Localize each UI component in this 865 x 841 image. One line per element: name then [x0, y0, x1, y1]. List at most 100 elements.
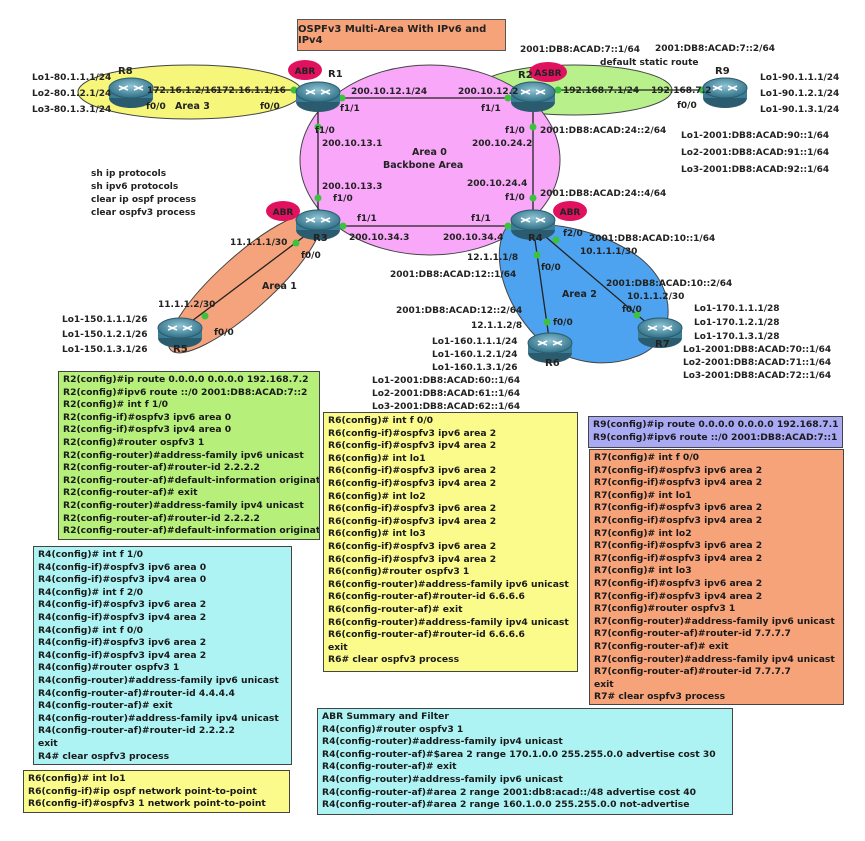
config-line: R6(config)# int lo3	[328, 528, 426, 540]
config-line: R6(config)# int lo2	[328, 490, 426, 502]
config-line: R4(config)#router ospfv3 1	[38, 662, 180, 674]
label: 11.1.1.2/30	[158, 300, 215, 310]
config-line: R2(config-router-af)#default-information…	[63, 525, 320, 537]
config-line: R4(config-router)#address-family ipv4 un…	[322, 736, 563, 748]
diagram-title: OSPFv3 Multi-Area With IPv6 and IPv4	[297, 19, 506, 51]
config-line: R6(config-if)#ip ospf network point-to-p…	[28, 785, 257, 797]
config-line: R7(config-if)#ospfv3 ipv6 area 2	[594, 577, 763, 589]
router-r9-label: R9	[715, 66, 730, 77]
label: f0/0	[260, 102, 280, 112]
asbr-badge-r2	[529, 62, 567, 82]
label: Lo1-160.1.1.1/24	[432, 337, 518, 347]
label: clear ip ospf process	[91, 195, 196, 205]
label: sh ip protocols	[91, 169, 166, 179]
label: f0/0	[146, 102, 166, 112]
label: 200.10.12.1/24	[351, 87, 427, 97]
router-r3-label: R3	[313, 233, 328, 244]
config-line: exit	[594, 678, 614, 690]
label: f0/0	[301, 251, 321, 261]
label: f1/0	[505, 126, 525, 136]
backbone-label: Backbone Area	[383, 160, 463, 171]
label: Lo1-2001:DB8:ACAD:70::1/64	[683, 345, 831, 355]
label: f1/1	[357, 214, 377, 224]
area1-label: Area 1	[262, 281, 297, 292]
config-box-r9: R9(config)#ip route 0.0.0.0 0.0.0.0 192.…	[588, 416, 843, 448]
label: 172.16.1.2/16	[147, 86, 217, 96]
label: f0/0	[622, 305, 642, 315]
config-line: R6(config-if)#ospfv3 ipv4 area 2	[328, 440, 497, 452]
link-dot	[338, 94, 346, 102]
config-line: R6(config-if)#ospfv3 ipv6 area 2	[328, 540, 497, 552]
config-line: exit	[38, 737, 58, 749]
config-line: R2(config)#ip route 0.0.0.0 0.0.0.0 192.…	[63, 374, 309, 385]
config-line: R6(config-router-af)#router-id 6.6.6.6	[328, 591, 525, 603]
config-line: R4(config-router-af)#area 2 range 2001:d…	[322, 786, 696, 798]
config-line: R4(config-if)#ospfv3 ipv4 area 2	[38, 611, 207, 623]
label: f0/0	[553, 318, 573, 328]
label: 2001:DB8:ACAD:12::2/64	[396, 306, 522, 316]
config-line: R4(config)# int f 0/0	[38, 624, 144, 636]
link-dot	[201, 312, 209, 320]
config-line: R4(config)# int f 2/0	[38, 586, 144, 598]
config-line: R7(config)# int lo3	[594, 565, 692, 577]
config-line: R4(config-router-af)# exit	[38, 700, 173, 712]
label: Lo1-90.1.3.1/24	[760, 105, 839, 115]
label: Lo1-170.1.1.1/28	[694, 304, 780, 314]
label: f1/0	[333, 194, 353, 204]
config-line: R2(config-router)#address-family ipv6 un…	[63, 449, 304, 461]
link-dot	[552, 236, 560, 244]
router-r8-label: R8	[118, 66, 133, 77]
label: Lo1-80.1.1.1/24	[32, 73, 111, 83]
config-line: R2(config-router-af)#router-id 2.2.2.2	[63, 512, 260, 524]
label: f1/1	[481, 104, 501, 114]
config-line: R4(config-if)#ospfv3 ipv4 area 0	[38, 574, 207, 586]
link-dot	[504, 222, 512, 230]
router-r1-icon[interactable]	[295, 81, 341, 113]
abr-badge-r4	[553, 201, 587, 221]
link-dot	[504, 94, 512, 102]
label: Lo2-2001:DB8:ACAD:61::1/64	[372, 389, 520, 399]
config-line: R6(config)#router ospfv3 1	[328, 566, 470, 578]
link-dot	[533, 251, 541, 259]
config-line: R4(config-router)#address-family ipv4 un…	[38, 712, 279, 724]
label: 10.1.1.2/30	[627, 292, 684, 302]
config-line: R4# clear ospfv3 process	[38, 750, 170, 762]
label: Lo1-150.1.3.1/26	[62, 345, 148, 355]
router-r4-label: R4	[528, 233, 543, 244]
config-line: R6(config-if)#ospfv3 ipv4 area 2	[328, 515, 497, 527]
label: 200.10.24.4	[467, 179, 527, 189]
config-line: R7(config-if)#ospfv3 ipv6 area 2	[594, 540, 763, 552]
config-line: ABR Summary and Filter	[322, 711, 449, 722]
label: 2001:DB8:ACAD:7::2/64	[655, 44, 775, 54]
router-r7-label: R7	[655, 339, 670, 350]
label: 12.1.1.1/8	[467, 253, 518, 263]
label: f1/0	[505, 193, 525, 203]
link-dot	[633, 311, 641, 319]
label: 200.10.34.3	[349, 233, 409, 243]
config-line: R6(config-if)#ospfv3 ipv6 area 2	[328, 427, 497, 439]
label: clear ospfv3 process	[91, 208, 196, 218]
label: f1/1	[471, 214, 491, 224]
label: 2001:DB8:ACAD:7::1/64	[520, 45, 640, 55]
config-line: R6(config-if)#ospfv3 ipv4 area 2	[328, 477, 497, 489]
config-line: R4(config-router-af)# exit	[322, 761, 457, 773]
label: Lo1-90.1.1.1/24	[760, 73, 839, 83]
config-line: R7(config-if)#ospfv3 ipv4 area 2	[594, 514, 763, 526]
router-r2-label: R2	[518, 70, 533, 81]
router-names: R8 R1 R2 R9 R3 R4 R5 R6 R7	[118, 66, 730, 369]
label: 2001:DB8:ACAD:24::2/64	[540, 126, 666, 136]
label: default static route	[600, 58, 699, 68]
label: 2001:DB8:ACAD:12::1/64	[390, 270, 516, 280]
label: Lo2-2001:DB8:ACAD:71::1/64	[683, 358, 831, 368]
badges: ABR ASBR ABR ABR	[266, 60, 587, 221]
config-line: R7# clear ospfv3 process	[594, 691, 726, 703]
config-line: R2(config-router)#address-family ipv4 un…	[63, 499, 304, 511]
label: Lo2-2001:DB8:ACAD:91::1/64	[681, 148, 829, 158]
config-line: R6(config-if)#ospfv3 1 network point-to-…	[28, 798, 266, 810]
config-line: R4(config-router-af)#$area 2 range 170.1…	[322, 748, 716, 760]
